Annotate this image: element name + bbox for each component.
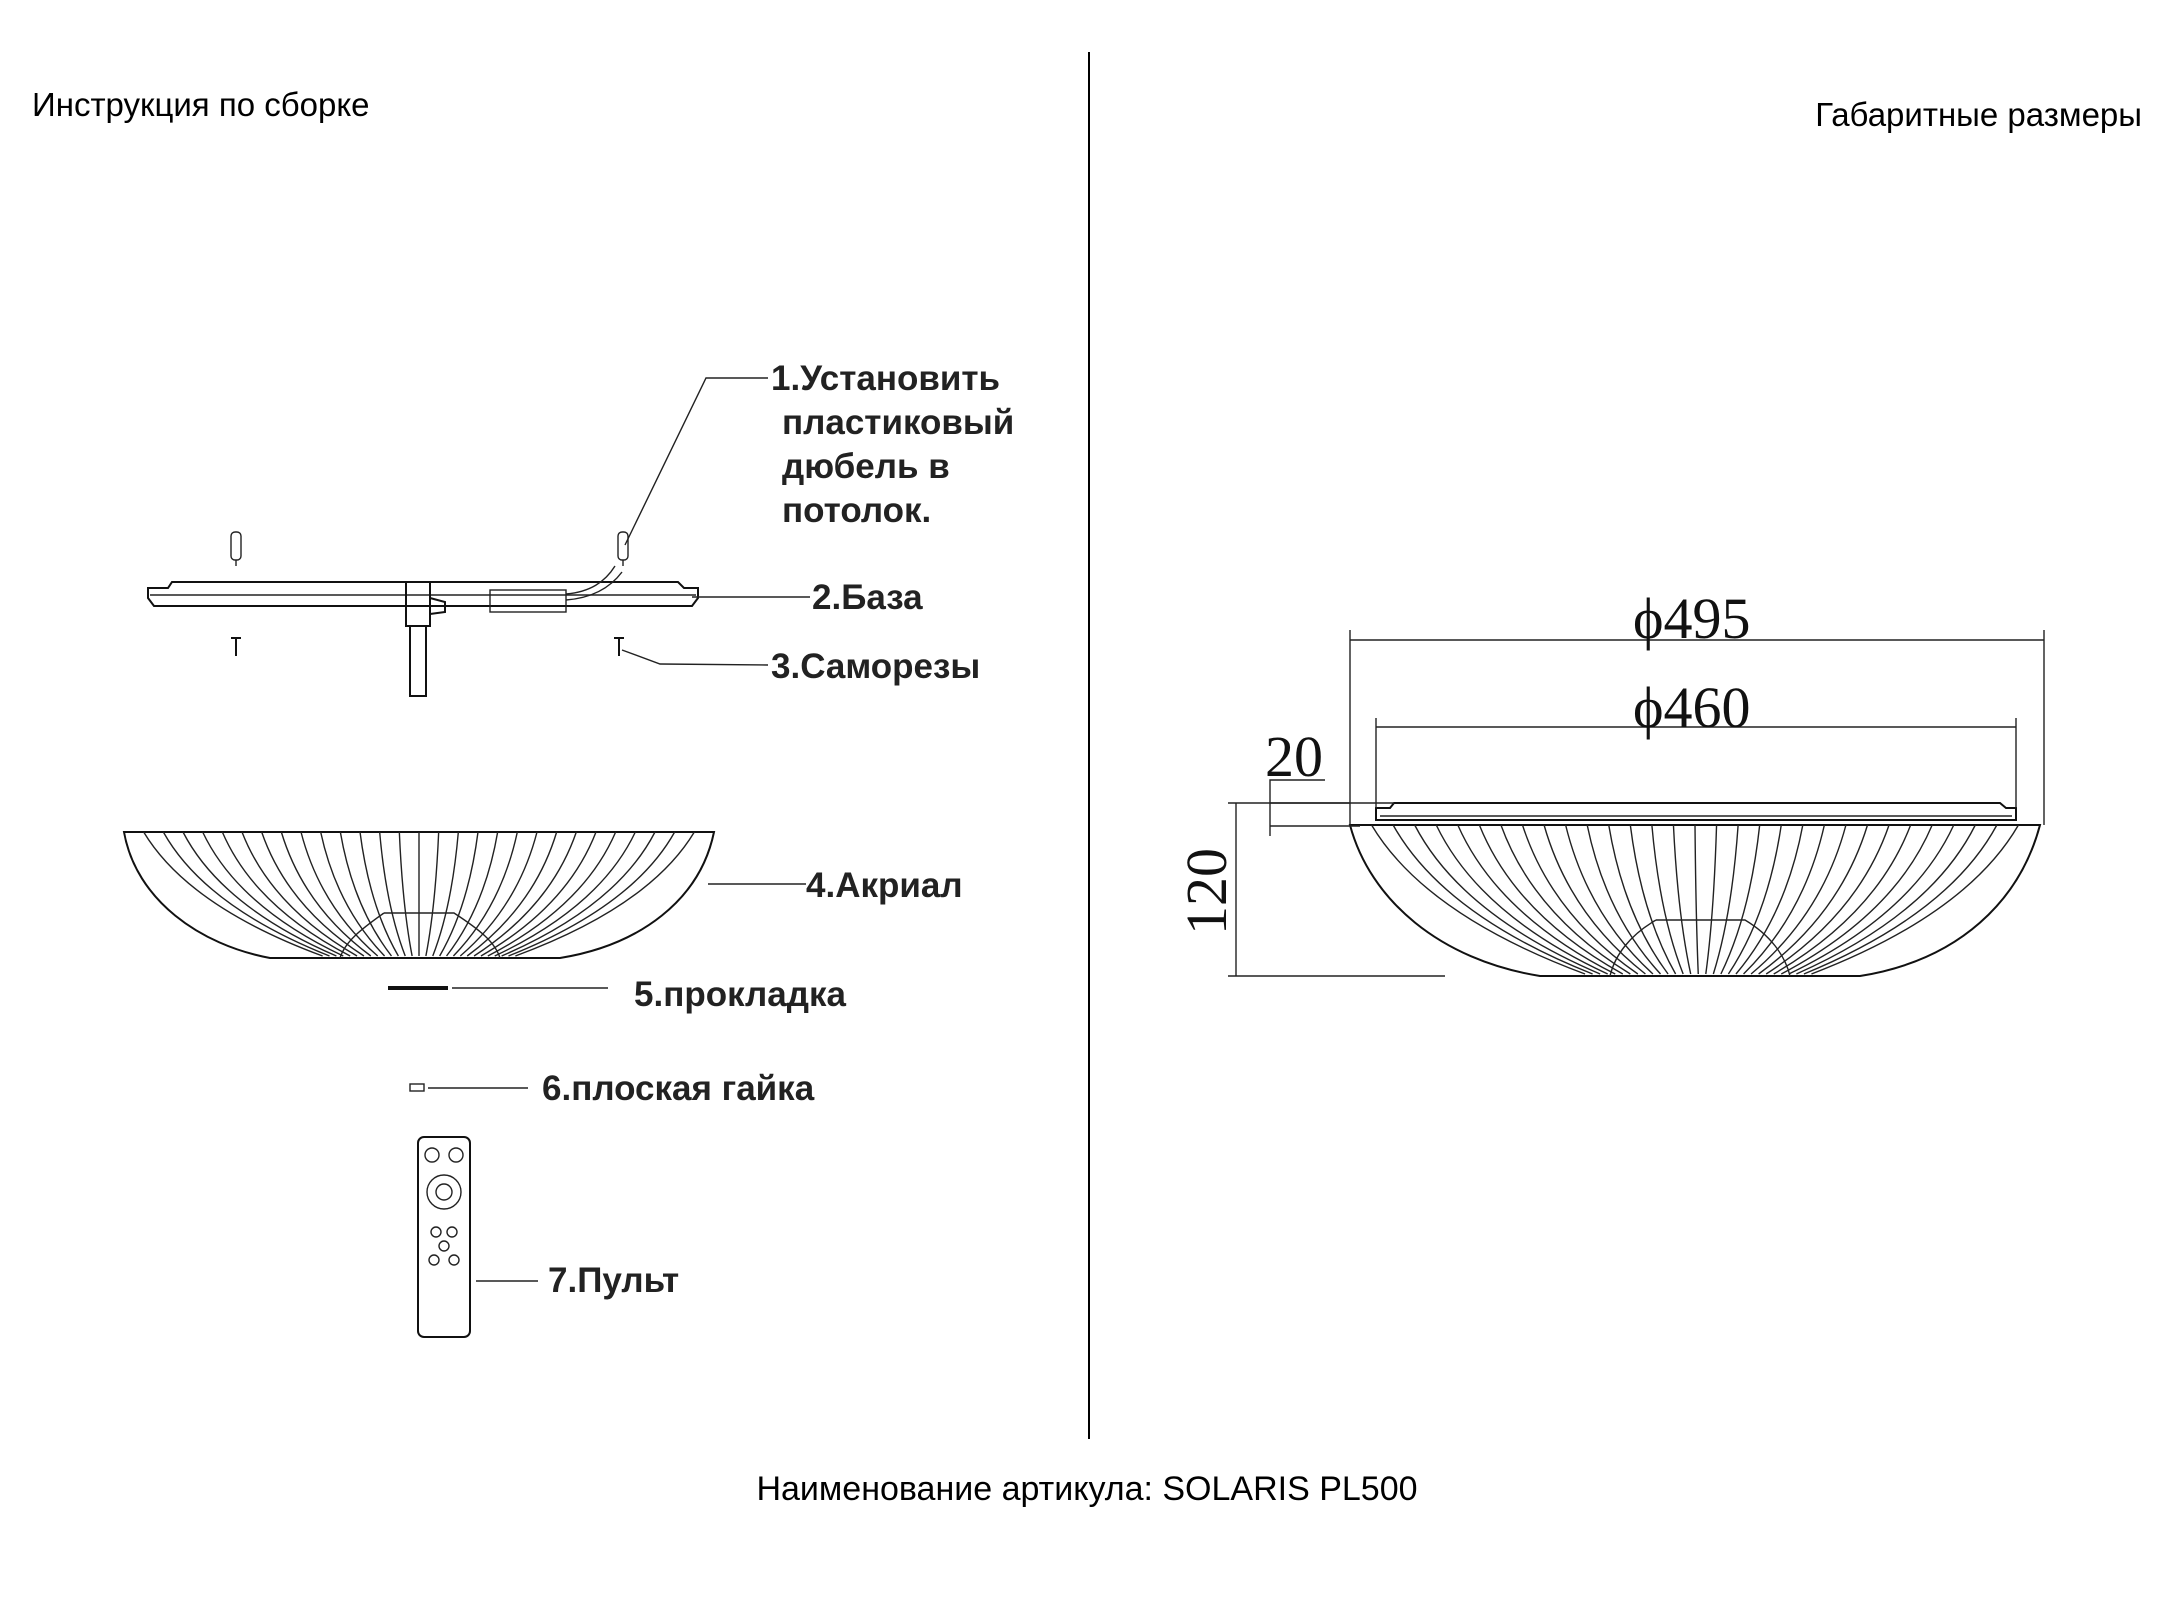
bowl-rib bbox=[1765, 824, 1890, 975]
screw-left-icon bbox=[231, 637, 241, 656]
dimensions-heading: Габаритные размеры bbox=[1815, 96, 2142, 133]
remote-control-icon bbox=[417, 1136, 471, 1338]
bowl-rib bbox=[459, 831, 538, 957]
bowl-rib bbox=[473, 831, 577, 957]
bowl-rib bbox=[398, 831, 413, 957]
bowl-rib bbox=[1705, 824, 1718, 975]
bowl-rib bbox=[1788, 824, 1955, 975]
bowl-rib bbox=[1457, 824, 1616, 975]
bowl-rib bbox=[143, 831, 323, 957]
bowl-rib bbox=[319, 831, 386, 957]
step2-label: 2.База bbox=[812, 578, 923, 617]
screw-right-icon bbox=[614, 637, 624, 656]
bowl-rib bbox=[1629, 824, 1677, 975]
bowl-rib bbox=[1414, 824, 1601, 975]
bowl-rib bbox=[1370, 824, 1586, 975]
assembly-leader-lines bbox=[428, 377, 810, 1282]
article-name: Наименование артикула: SOLARIS PL500 bbox=[756, 1470, 1418, 1508]
bowl-rib bbox=[1651, 824, 1684, 975]
gasket bbox=[388, 986, 448, 990]
base-height-label: 20 bbox=[1265, 724, 1323, 789]
bowl-rib bbox=[261, 831, 365, 957]
step4-label: 4.Акриал bbox=[806, 866, 963, 905]
section-divider bbox=[1088, 52, 1090, 1439]
bowl-rib bbox=[445, 831, 499, 957]
step5-label: 5.прокладка bbox=[634, 975, 846, 1014]
bowl-rib bbox=[432, 831, 460, 957]
bowl-rib bbox=[280, 831, 372, 957]
outer-diameter-label: ϕ495 bbox=[1633, 586, 1751, 651]
bowl-rib bbox=[1608, 824, 1669, 975]
inner-diameter-label: ϕ460 bbox=[1633, 675, 1751, 740]
acrylic-diffuser bbox=[122, 831, 716, 959]
step1-label-line2: пластиковый bbox=[782, 403, 1014, 442]
bowl-rib bbox=[1773, 824, 1912, 975]
bowl-rib bbox=[1735, 824, 1804, 975]
bowl-rib bbox=[359, 831, 399, 957]
bowl-rib bbox=[439, 831, 479, 957]
bowl-rib bbox=[1720, 824, 1761, 975]
bowl-rib bbox=[1803, 824, 1998, 975]
bowl-rib bbox=[487, 831, 617, 957]
bowl-rib bbox=[1392, 824, 1593, 975]
bowl-rib bbox=[182, 831, 337, 957]
bowl-rib bbox=[241, 831, 358, 957]
bowl-rib bbox=[1758, 824, 1869, 975]
step6-label: 6.плоская гайка bbox=[542, 1069, 815, 1108]
bowl-rib bbox=[1727, 824, 1782, 975]
bowl-rib bbox=[501, 831, 656, 957]
fixture-side-view bbox=[1348, 802, 2042, 977]
dowel-right-icon bbox=[617, 531, 629, 566]
bowl-rib bbox=[466, 831, 558, 957]
bowl-rib bbox=[202, 831, 344, 957]
dowel-left-icon bbox=[230, 531, 242, 566]
assembly-heading: Инструкция по сборке bbox=[32, 86, 370, 123]
bowl-rib bbox=[508, 831, 676, 957]
bowl-rib bbox=[1750, 824, 1847, 975]
bowl-rib bbox=[1672, 824, 1692, 975]
dimension-lines bbox=[1228, 630, 2045, 977]
bowl-rib bbox=[1435, 824, 1608, 975]
bowl-rib bbox=[1694, 824, 1699, 975]
base-plate bbox=[147, 565, 699, 697]
bowl-rib bbox=[1811, 824, 2020, 975]
bowl-rib bbox=[452, 831, 519, 957]
bowl-rib bbox=[1564, 824, 1654, 975]
bowl-rib bbox=[378, 831, 406, 957]
step1-label-line1: 1.Установить bbox=[771, 359, 1000, 398]
step7-label: 7.Пульт bbox=[548, 1261, 679, 1300]
bowl-rib bbox=[221, 831, 351, 957]
bowl-rib bbox=[480, 831, 597, 957]
step3-label: 3.Саморезы bbox=[771, 647, 980, 686]
step1-label-line3: дюбель в bbox=[782, 447, 950, 486]
bowl-rib bbox=[494, 831, 636, 957]
bowl-rib bbox=[1543, 824, 1646, 975]
bowl-rib bbox=[1521, 824, 1639, 975]
bowl-rib bbox=[339, 831, 393, 957]
bowl-rib bbox=[1780, 824, 1933, 975]
bowl-rib bbox=[162, 831, 330, 957]
total-height-label: 120 bbox=[1174, 848, 1239, 935]
bowl-rib bbox=[1478, 824, 1624, 975]
bowl-rib bbox=[1712, 824, 1739, 975]
step1-label-line4: потолок. bbox=[782, 491, 931, 530]
bowl-rib bbox=[1796, 824, 1976, 975]
flat-nut-icon bbox=[409, 1083, 425, 1092]
bowl-rib bbox=[425, 831, 440, 957]
bowl-rib bbox=[1500, 824, 1631, 975]
bowl-rib bbox=[1586, 824, 1662, 975]
bowl-rib bbox=[515, 831, 695, 957]
bowl-rib bbox=[300, 831, 379, 957]
bowl-rib bbox=[1743, 824, 1826, 975]
